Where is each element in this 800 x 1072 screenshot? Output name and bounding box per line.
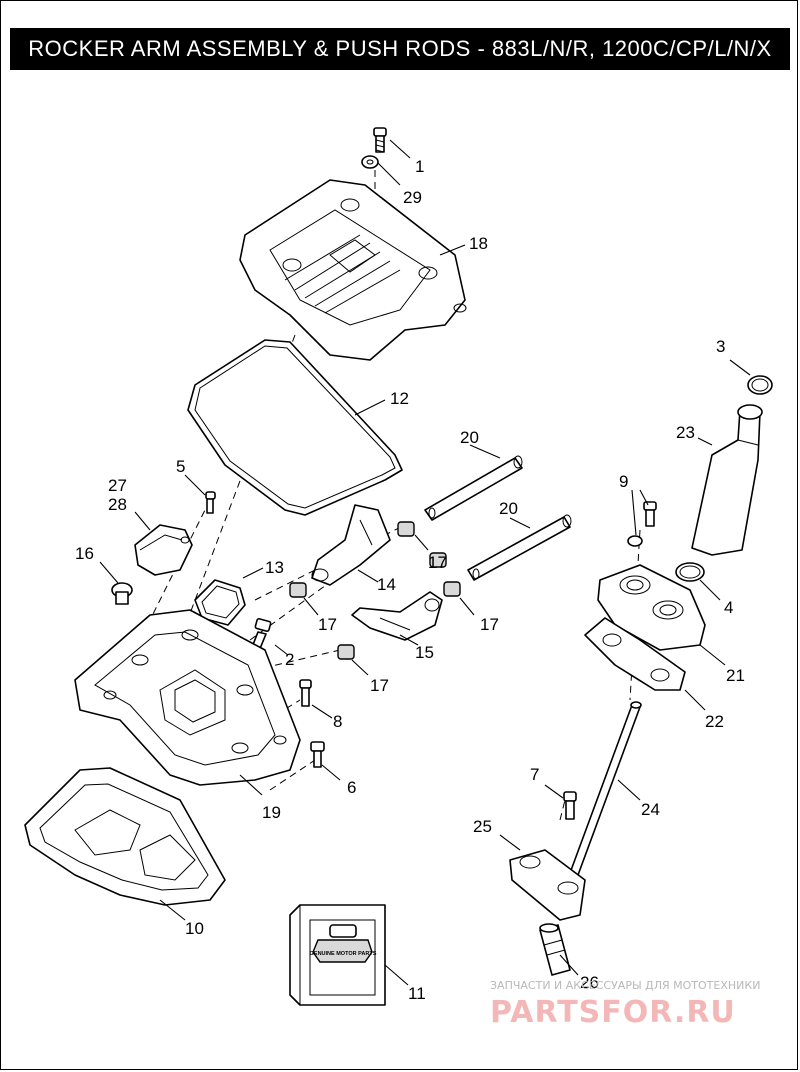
part-plug-16 xyxy=(111,582,133,605)
part-pushrod-cover-23 xyxy=(691,404,763,556)
part-breather-27-28 xyxy=(134,524,193,576)
watermark-brand: PARTSFOR.RU xyxy=(490,995,736,1030)
callout-5: 5 xyxy=(176,457,185,476)
watermark: ЗАПЧАСТИ И АКСЕССУАРЫ ДЛЯ МОТОТЕХНИКИ PA… xyxy=(490,979,760,1030)
callout-18: 18 xyxy=(469,234,488,253)
callout-2: 2 xyxy=(285,650,294,669)
part-bushings-17 xyxy=(289,521,461,660)
callout-17-b: 17 xyxy=(318,615,337,634)
callout-14: 14 xyxy=(377,575,396,594)
badge-text: GENUINE MOTOR PARTS xyxy=(310,951,377,957)
callout-27: 27 xyxy=(108,476,127,495)
part-lifter-26 xyxy=(539,923,571,976)
page-title: ROCKER ARM ASSEMBLY & PUSH RODS - 883L/N… xyxy=(10,28,790,70)
callout-20-upper: 20 xyxy=(460,428,479,447)
callout-19: 19 xyxy=(262,803,281,822)
callout-23: 23 xyxy=(676,423,695,442)
part-rocker-housing-19 xyxy=(74,609,301,786)
callout-25: 25 xyxy=(473,817,492,836)
callout-17-d: 17 xyxy=(370,676,389,695)
callouts: 1 29 18 3 12 23 20 5 27 28 9 20 17 16 13… xyxy=(75,157,745,1003)
callout-16: 16 xyxy=(75,544,94,563)
part-gasket-12 xyxy=(187,339,403,516)
part-washer-29 xyxy=(361,155,379,169)
callout-10: 10 xyxy=(185,919,204,938)
callout-21: 21 xyxy=(726,666,745,685)
callout-7: 7 xyxy=(530,765,539,784)
part-pushrod-24 xyxy=(569,701,642,876)
part-bolt-9 xyxy=(627,501,657,547)
part-kit-box-11: GENUINE MOTOR PARTS xyxy=(289,904,386,1006)
callout-1: 1 xyxy=(415,157,424,176)
watermark-subtitle: ЗАПЧАСТИ И АКСЕССУАРЫ ДЛЯ МОТОТЕХНИКИ xyxy=(490,979,760,992)
part-bolt-6 xyxy=(310,741,325,768)
part-oring-4 xyxy=(675,562,705,582)
part-shaft-20-upper xyxy=(424,455,523,521)
part-bolt-8 xyxy=(299,679,312,707)
part-lifter-block-25 xyxy=(509,849,586,921)
callout-6: 6 xyxy=(347,778,356,797)
callout-26: 26 xyxy=(580,973,599,992)
part-bolt-1 xyxy=(373,127,387,153)
callout-17-a: 17 xyxy=(428,553,447,572)
leader-lines xyxy=(99,139,751,986)
callout-17-c: 17 xyxy=(480,615,499,634)
callout-9: 9 xyxy=(619,472,628,491)
part-base-gasket-10 xyxy=(24,767,226,906)
callout-24: 24 xyxy=(641,800,660,819)
callout-22: 22 xyxy=(705,712,724,731)
callout-13: 13 xyxy=(265,558,284,577)
callout-20-lower: 20 xyxy=(499,499,518,518)
part-rocker-arm-14 xyxy=(311,504,391,586)
callout-29: 29 xyxy=(403,188,422,207)
part-rocker-arm-15 xyxy=(351,591,443,641)
callout-4: 4 xyxy=(724,598,733,617)
part-oring-3 xyxy=(747,375,773,395)
callout-28: 28 xyxy=(108,495,127,514)
part-gasket-22 xyxy=(584,617,686,691)
part-shaft-20-lower xyxy=(467,514,572,581)
part-bolt-5 xyxy=(205,491,216,514)
callout-3: 3 xyxy=(716,337,725,356)
callout-8: 8 xyxy=(333,712,342,731)
part-bolt-7 xyxy=(563,791,577,820)
callout-15: 15 xyxy=(415,643,434,662)
callout-12: 12 xyxy=(390,389,409,408)
callout-11: 11 xyxy=(408,984,426,1003)
part-rocker-cover-18 xyxy=(239,179,467,361)
